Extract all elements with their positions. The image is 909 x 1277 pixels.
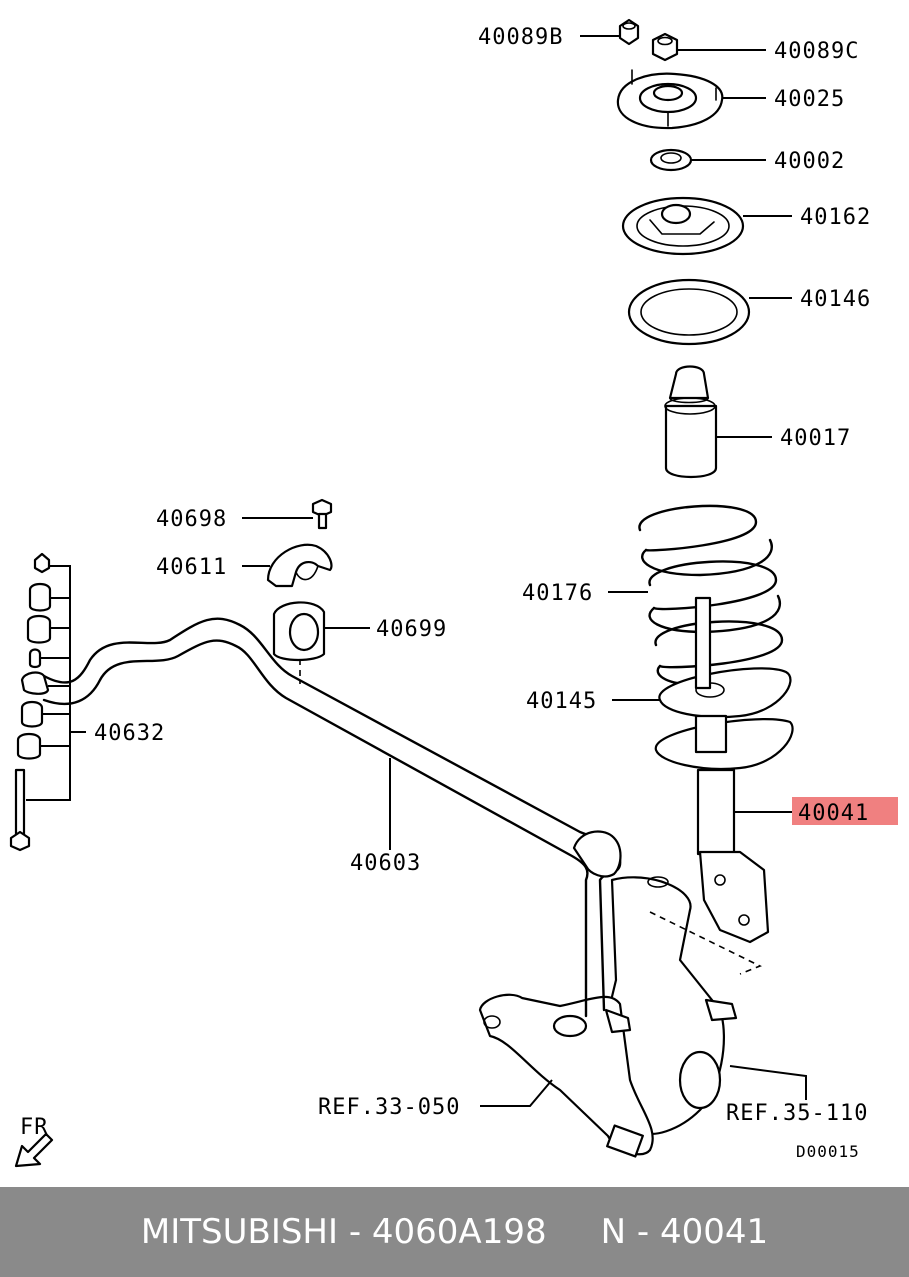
part-info-banner: MITSUBISHI - 4060A198 N - 40041 (0, 1187, 909, 1277)
parts-diagram: 40089B 40089C 40025 40002 40162 40146 40… (9, 18, 898, 1168)
nut-40089b[interactable] (618, 18, 640, 46)
label-40089c: 40089C (774, 39, 859, 64)
label-40632: 40632 (94, 721, 165, 746)
label-40017: 40017 (780, 426, 851, 451)
label-40611: 40611 (156, 555, 227, 580)
strut-bearing[interactable] (649, 148, 693, 172)
drawing-code: D00015 (796, 1142, 860, 1161)
bump-stop-boot[interactable] (664, 365, 718, 478)
lower-control-arm[interactable] (478, 993, 654, 1158)
label-40176: 40176 (522, 581, 593, 606)
label-ref-33-050: REF.33-050 (318, 1095, 460, 1120)
label-40041: 40041 (798, 801, 869, 826)
bracket-bolt[interactable] (311, 498, 333, 530)
label-40162: 40162 (800, 205, 871, 230)
upper-spring-seat[interactable] (621, 196, 745, 256)
stabilizer-bar[interactable] (42, 617, 632, 1034)
label-40002: 40002 (774, 149, 845, 174)
label-40145: 40145 (526, 689, 597, 714)
nut-40089c[interactable] (651, 32, 679, 62)
stabilizer-bracket[interactable] (266, 543, 333, 588)
part-info-text: MITSUBISHI - 4060A198 N - 40041 (140, 1212, 769, 1252)
shock-absorber[interactable] (654, 596, 794, 944)
label-40603: 40603 (350, 851, 421, 876)
spring-pad[interactable] (627, 278, 751, 346)
stabilizer-bushing[interactable] (272, 601, 326, 662)
label-40089b: 40089B (478, 25, 563, 50)
label-40699: 40699 (376, 617, 447, 642)
arrow-down-left-icon (14, 1132, 54, 1168)
strut-mount[interactable] (616, 69, 724, 130)
spring-lower-seat[interactable] (658, 667, 792, 719)
stabilizer-link-set[interactable] (9, 552, 71, 852)
label-40146: 40146 (800, 287, 871, 312)
label-ref-35-110: REF.35-110 (726, 1101, 868, 1126)
orientation-label: FR (20, 1115, 49, 1140)
label-40698: 40698 (156, 507, 227, 532)
label-40025: 40025 (774, 87, 845, 112)
highlight-box (792, 797, 898, 825)
